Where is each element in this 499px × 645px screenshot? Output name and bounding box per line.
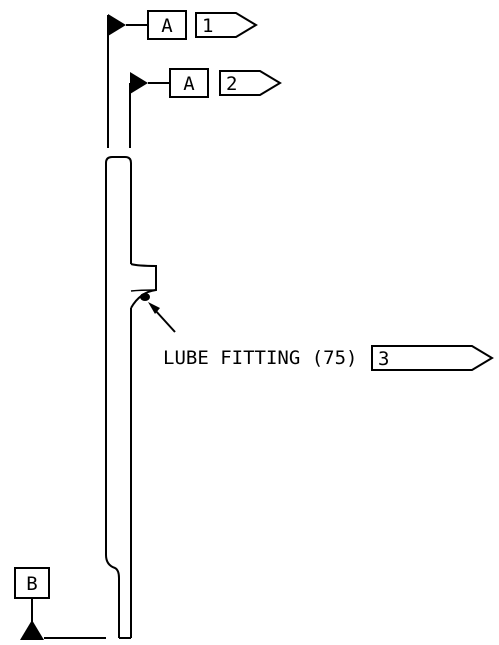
datum-flag-triangle	[108, 14, 126, 36]
part-left-taper	[105, 554, 120, 638]
fitting-boss-line	[130, 289, 157, 292]
fitting-boss	[130, 263, 157, 309]
datum-flag-triangle	[130, 72, 148, 94]
lube-fitting-callout-text: LUBE FITTING (75)	[163, 347, 357, 369]
datum-letter-box	[169, 68, 209, 98]
lube-fitting-mark	[140, 293, 150, 301]
datum-tag-a-2: A 2	[130, 68, 282, 98]
datum-tag-a-1: A 1	[108, 10, 258, 40]
part-top-edge	[105, 156, 132, 164]
note-number-3: 3	[378, 348, 389, 370]
callout-leader-line	[154, 309, 176, 333]
note-number-2: 2	[226, 73, 237, 95]
datum-letter-box	[147, 10, 187, 40]
datum-tag-b: B	[14, 567, 106, 640]
note-flag-group-3: 3	[371, 345, 494, 371]
note-flag-1	[195, 12, 258, 38]
datum-flag-triangle	[20, 620, 44, 640]
datum-letter: B	[26, 573, 37, 595]
callout-arrowhead	[148, 302, 160, 314]
note-flag-3	[371, 345, 494, 371]
datum-letter: A	[161, 15, 173, 37]
part-outline	[105, 156, 157, 639]
note-flag-2	[219, 70, 282, 96]
lube-fitting-callout-leader	[148, 302, 176, 333]
note-number-1: 1	[202, 15, 213, 37]
datum-letter: A	[183, 73, 195, 95]
